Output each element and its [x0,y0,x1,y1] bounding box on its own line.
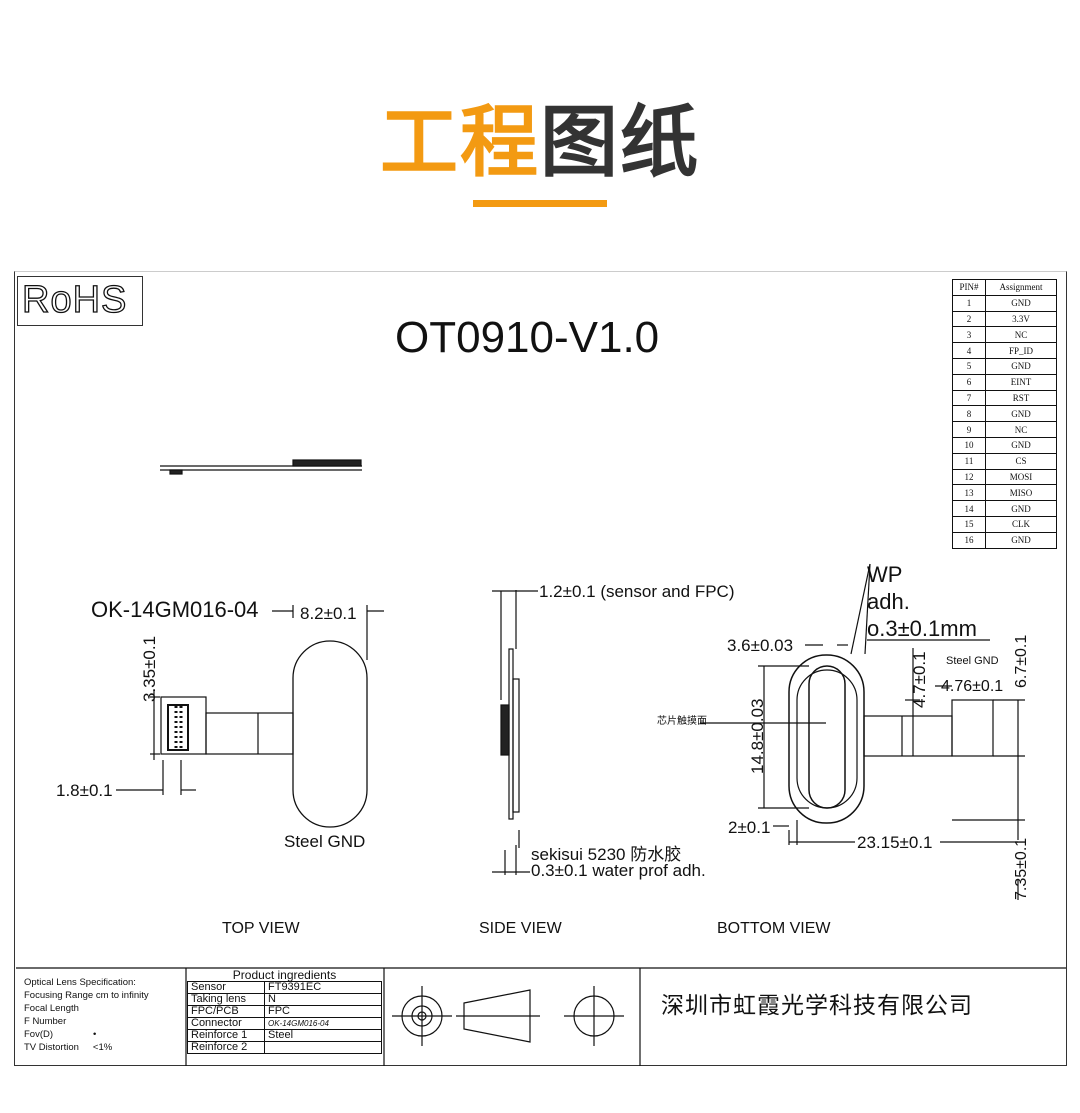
company-name: 深圳市虹霞光学科技有限公司 [661,993,973,1019]
page-heading: 工程图纸 [0,80,1080,192]
dim-2: 2±0.1 [728,818,771,837]
adhesive-name: sekisui 5230 防水胶 [531,845,682,864]
ingredients-title: Product ingredients [187,969,382,982]
pin-number: 16 [952,531,986,549]
steel-gnd-bottom: Steel GND [946,655,999,667]
ingredient-name: Reinforce 1 [187,1029,265,1042]
pin-assignment: GND [985,531,1057,549]
spec-value: • [93,1029,97,1040]
wp-label-2: adh. [867,589,910,614]
pin-assignment: RST [985,389,1057,407]
ingredient-value: Steel [264,1029,382,1042]
ingredient-name: Connector [187,1017,265,1030]
ingredient-name: FPC/PCB [187,1005,265,1018]
lens-spec: Optical Lens Specification: Focusing Ran… [24,976,149,1054]
ingredient-value: N [264,993,382,1006]
heading-rest: 图纸 [540,98,701,188]
ingredient-name: Taking lens [187,993,265,1006]
dim-side-thickness: 1.2±0.1 (sensor and FPC) [539,582,735,601]
spec-line: Optical Lens Specification: [24,977,136,988]
dim-top-offset: 1.8±0.1 [56,781,113,800]
model-title: OT0910-V1.0 [395,313,660,362]
dim-top-width: 8.2±0.1 [300,604,357,623]
dim-7-35: 7.35±0.1 [1013,837,1030,900]
heading-accent: 工程 [379,98,540,188]
wp-label-3: o.3±0.1mm [867,616,977,641]
spec-label: TV Distortion [24,1042,79,1053]
profile-thumbnail [160,459,362,475]
connector-label: OK-14GM016-04 [91,597,259,622]
dim-top-height: 3.35±0.1 [140,635,159,702]
ingredient-value: FPC [264,1005,382,1018]
ingredient-value: OK-14GM016-04 [264,1017,382,1030]
dim-inner: 3.6±0.03 [727,636,794,655]
spec-label: Fov(D) [24,1029,54,1040]
rohs-text: RoHS [21,278,128,321]
spec-line: Focusing Range cm to infinity [24,990,149,1001]
ingredient-row: Reinforce 2 [187,1041,382,1054]
rohs-logo: RoHS [17,276,143,326]
title-block-lines [16,967,1066,1066]
side-view-label: SIDE VIEW [479,920,562,937]
ingredient-value [264,1041,382,1054]
bottom-view-drawing [700,563,1025,900]
top-view-drawing [116,605,384,828]
dim-23-15: 23.15±0.1 [857,833,933,852]
chip-touch-label: 芯片触摸面 [657,716,707,727]
spec-line: Fov(D) • [24,1028,149,1041]
dim-4-7: 4.7±0.1 [910,651,929,708]
drawing-sheet [14,271,1067,1066]
adhesive-thickness: 0.3±0.1 water prof adh. [531,861,706,880]
top-view-label: TOP VIEW [222,920,300,937]
steel-gnd-top: Steel GND [284,832,366,851]
wp-label-1: WP [867,562,903,587]
ingredient-name: Reinforce 2 [187,1041,265,1054]
spec-line: TV Distortion <1% [24,1041,149,1054]
dim-4-76: 4.76±0.1 [941,678,1004,695]
spec-line: F Number [24,1016,67,1027]
bottom-view-label: BOTTOM VIEW [717,920,831,937]
ingredient-value: FT9391EC [264,981,382,994]
ingredient-name: Sensor [187,981,265,994]
side-view-drawing [492,590,538,875]
spec-value: <1% [92,1042,113,1053]
spec-line: Focal Length [24,1003,79,1014]
dim-14-8: 14.8±0.03 [748,698,767,774]
dim-6-7: 6.7±0.1 [1013,634,1030,688]
pin-assignment: CS [985,452,1057,470]
heading-underline [473,200,607,207]
